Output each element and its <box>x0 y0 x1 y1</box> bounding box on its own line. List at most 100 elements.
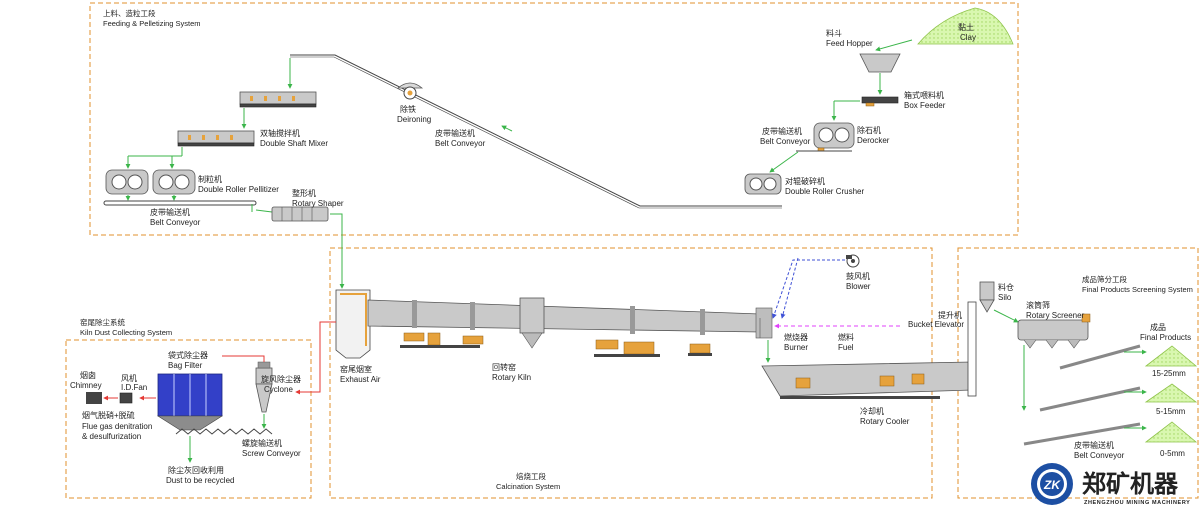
belt-conveyor-label-cn-3: 皮带输送机 <box>150 207 190 217</box>
burner-label-cn: 燃烧器 <box>784 332 808 342</box>
pellitizer-2 <box>152 169 196 195</box>
silo <box>979 281 995 313</box>
fuel-label-en: Fuel <box>838 343 854 352</box>
bag-filter <box>156 373 224 431</box>
zone-dust <box>65 339 312 499</box>
rotary-shaper-label-cn: 整形机 <box>292 188 316 198</box>
main-belt-conveyor <box>290 54 782 209</box>
clay-pile <box>917 7 1014 45</box>
rotary-cooler-label-en: Rotary Cooler <box>860 417 910 426</box>
size-label-2: 5-15mm <box>1156 407 1186 416</box>
clay-label-en: Clay <box>960 33 976 42</box>
id-fan-label-cn: 风机 <box>121 373 137 383</box>
derocker-label-en: Derocker <box>857 136 890 145</box>
flue-gas-label-en-1: Flue gas denitration <box>82 422 152 431</box>
size-label-1: 15-25mm <box>1152 369 1186 378</box>
final-products-label-cn: 成品 <box>1150 322 1166 332</box>
shaper-to-kiln-flow <box>330 213 345 289</box>
zone-feeding-label-cn: 上料、造粒工段 <box>103 8 156 18</box>
double-roller-crusher <box>744 173 782 195</box>
product-belt-3 <box>1023 422 1141 446</box>
double-roller-crusher-label-cn: 对辊破碎机 <box>785 176 825 186</box>
zone-screening-label-en: Final Products Screening System <box>1082 285 1193 294</box>
box-feeder <box>861 96 899 107</box>
rotary-screener-label-en: Rotary Screener <box>1026 311 1085 320</box>
belt-conveyor-label-en-4: Belt Conveyor <box>1074 451 1125 460</box>
belt-conveyor-label-en-1: Belt Conveyor <box>760 137 811 146</box>
fuel-label-cn: 燃料 <box>838 332 854 342</box>
id-fan-label-en: I.D.Fan <box>121 383 147 392</box>
size-label-3: 0-5mm <box>1160 449 1185 458</box>
rotary-shaper-label-en: Rotary Shaper <box>292 199 344 208</box>
clay-to-hopper-flow <box>875 39 913 52</box>
zone-calcination-label-en: Calcination System <box>496 482 560 491</box>
screw-conveyor-label-cn: 螺旋输送机 <box>242 438 282 448</box>
bucket-elevator <box>967 301 977 397</box>
pellitizer-1 <box>105 169 149 195</box>
bucket-elevator-label-en: Bucket Elevator <box>908 320 964 329</box>
chimney-label-en: Chimney <box>70 381 102 390</box>
brand-name-cn: 郑矿机器 <box>1082 470 1179 498</box>
pellitizer-label-cn: 制粒机 <box>198 174 222 184</box>
silo-label-en: Silo <box>998 293 1012 302</box>
rotary-kiln-label-en: Rotary Kiln <box>492 373 531 382</box>
zone-screening <box>957 247 1199 499</box>
chimney-label-cn: 烟囱 <box>80 370 96 380</box>
box-feeder-label-cn: 箱式喂料机 <box>904 90 944 100</box>
double-roller-crusher-label-en: Double Roller Crusher <box>785 187 864 196</box>
zone-calcination-label-cn: 焙烧工段 <box>516 471 546 481</box>
exhaust-air-label-cn: 窑尾烟室 <box>340 364 372 374</box>
brand-logo: ZK <box>1031 463 1073 505</box>
rotary-cooler-label-cn: 冷却机 <box>860 406 884 416</box>
clay-label-cn: 黏土 <box>958 22 974 32</box>
rotary-kiln-label-cn: 回转窑 <box>492 362 516 372</box>
feed-hopper-label-en: Feed Hopper <box>826 39 873 48</box>
feed-hopper-label-cn: 料斗 <box>826 28 842 38</box>
id-fan <box>119 392 133 404</box>
feed-hopper <box>859 53 901 73</box>
exhaust-air-label-en: Exhaust Air <box>340 375 381 384</box>
blower-label-cn: 鼓风机 <box>846 271 870 281</box>
double-shaft-mixer-upper <box>239 91 317 108</box>
blower <box>846 254 860 268</box>
screw-conveyor-label-en: Screw Conveyor <box>242 449 301 458</box>
screw-conveyor <box>175 428 273 435</box>
rotary-screener <box>1017 313 1091 349</box>
deironing-magnet <box>396 82 424 100</box>
product-pile-1 <box>1144 345 1198 367</box>
belt-conveyor-label-cn-4: 皮带输送机 <box>1074 440 1114 450</box>
air-flow <box>771 259 845 319</box>
zone-dust-label-cn: 窑尾除尘系统 <box>80 317 125 327</box>
rotary-shaper <box>271 206 329 222</box>
pellitizer-label-en: Double Roller Pellitizer <box>198 185 279 194</box>
kiln-to-cyclone-gas-flow <box>295 321 336 395</box>
brand-name-en: ZHENGZHOU MINING MACHINERY <box>1084 500 1190 506</box>
cyclone-label-en: Cyclone <box>264 385 293 394</box>
product-belt-1 <box>1059 344 1141 370</box>
blower-label-en: Blower <box>846 282 871 291</box>
belt-conveyor-label-en-3: Belt Conveyor <box>150 218 201 227</box>
kiln-hood <box>755 307 773 339</box>
bag-filter-label-cn: 袋式除尘器 <box>168 350 208 360</box>
derocker <box>813 122 855 152</box>
zone-feeding-label-en: Feeding & Pelletizing System <box>103 19 201 28</box>
double-shaft-mixer-label-cn: 双轴搅拌机 <box>260 128 300 138</box>
product-pile-3 <box>1144 421 1198 443</box>
bag-filter-label-en: Bag Filter <box>168 361 203 370</box>
cyclone-label-cn: 旋风除尘器 <box>261 374 301 384</box>
silo-label-cn: 料仓 <box>998 282 1014 292</box>
brand-logo-text: ZK <box>1043 478 1061 492</box>
zone-feeding <box>89 2 1019 236</box>
zone-calcination <box>329 247 933 499</box>
box-feeder-label-en: Box Feeder <box>904 101 946 110</box>
belt-conveyor-label-cn-1: 皮带输送机 <box>762 126 802 136</box>
kiln-inlet-chamber <box>335 289 371 359</box>
flue-gas-label-cn: 烟气脱硝+脱硫 <box>82 410 135 420</box>
rotary-kiln <box>367 297 761 357</box>
final-products-label-en: Final Products <box>1140 333 1191 342</box>
rotary-screener-label-cn: 滚筒筛 <box>1026 300 1050 310</box>
derocker-label-cn: 除石机 <box>857 125 881 135</box>
zone-dust-label-en: Kiln Dust Collecting System <box>80 328 172 337</box>
rotary-cooler <box>761 361 973 399</box>
